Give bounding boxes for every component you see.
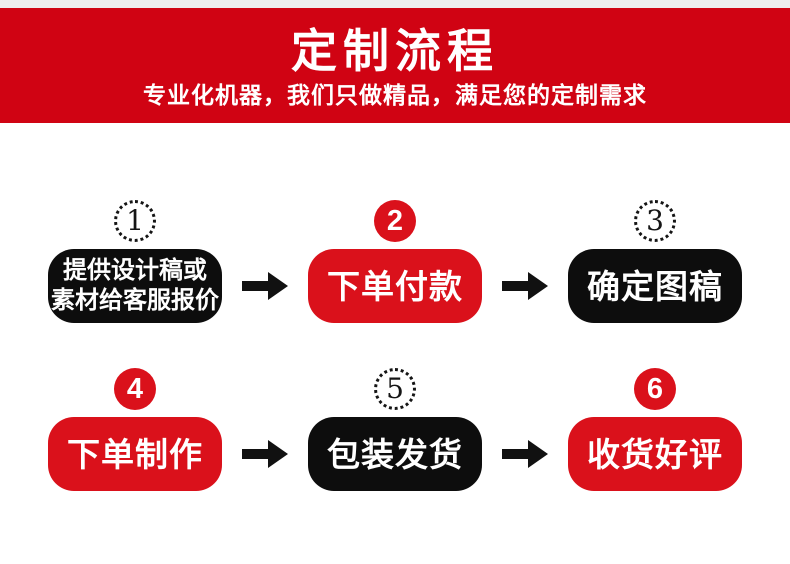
step-6-pill: 收货好评 [568,417,742,491]
step-4: 4 下单制作 [48,368,222,491]
step-4-number-badge: 4 [114,368,156,410]
step-2-number-badge: 2 [374,200,416,242]
step-label-line: 提供设计稿或 [63,256,207,284]
arrow-right-icon [242,272,288,300]
step-1: 1 提供设计稿或 素材给客服报价 [48,200,222,323]
step-number: 4 [126,372,144,405]
step-5-pill: 包装发货 [308,417,482,491]
step-6-number-badge: 6 [634,368,676,410]
page-subtitle: 专业化机器，我们只做精品，满足您的定制需求 [143,82,647,108]
arrow-right-icon [502,440,548,468]
step-label-line: 下单付款 [327,267,463,305]
step-number: 6 [646,372,664,405]
step-number: 1 [126,204,144,237]
arrow-right-icon [242,440,288,468]
step-2-pill: 下单付款 [308,249,482,323]
step-label-line: 收货好评 [587,435,723,473]
step-5: 5 包装发货 [308,368,482,491]
step-number: 2 [386,204,404,237]
flow-row-2: 4 下单制作 5 包装发货 [0,368,790,491]
page-title: 定制流程 [291,25,499,77]
step-2: 2 下单付款 [308,200,482,323]
step-number: 5 [386,372,404,405]
step-4-pill: 下单制作 [48,417,222,491]
top-strip [0,0,790,8]
step-label-line: 包装发货 [327,435,463,473]
step-3-number-badge: 3 [634,200,676,242]
step-label-line: 素材给客服报价 [51,287,219,314]
step-5-number-badge: 5 [374,368,416,410]
step-label-line: 确定图稿 [587,267,723,305]
step-3: 3 确定图稿 [568,200,742,323]
step-3-pill: 确定图稿 [568,249,742,323]
step-label-line: 下单制作 [67,435,203,473]
process-flow: 1 提供设计稿或 素材给客服报价 2 下单付款 [0,200,790,491]
step-6: 6 收货好评 [568,368,742,491]
step-1-number-badge: 1 [114,200,156,242]
flow-row-1: 1 提供设计稿或 素材给客服报价 2 下单付款 [0,200,790,323]
step-number: 3 [646,204,664,237]
header-banner: 定制流程 专业化机器，我们只做精品，满足您的定制需求 [0,8,790,123]
step-1-pill: 提供设计稿或 素材给客服报价 [48,249,222,323]
arrow-right-icon [502,272,548,300]
